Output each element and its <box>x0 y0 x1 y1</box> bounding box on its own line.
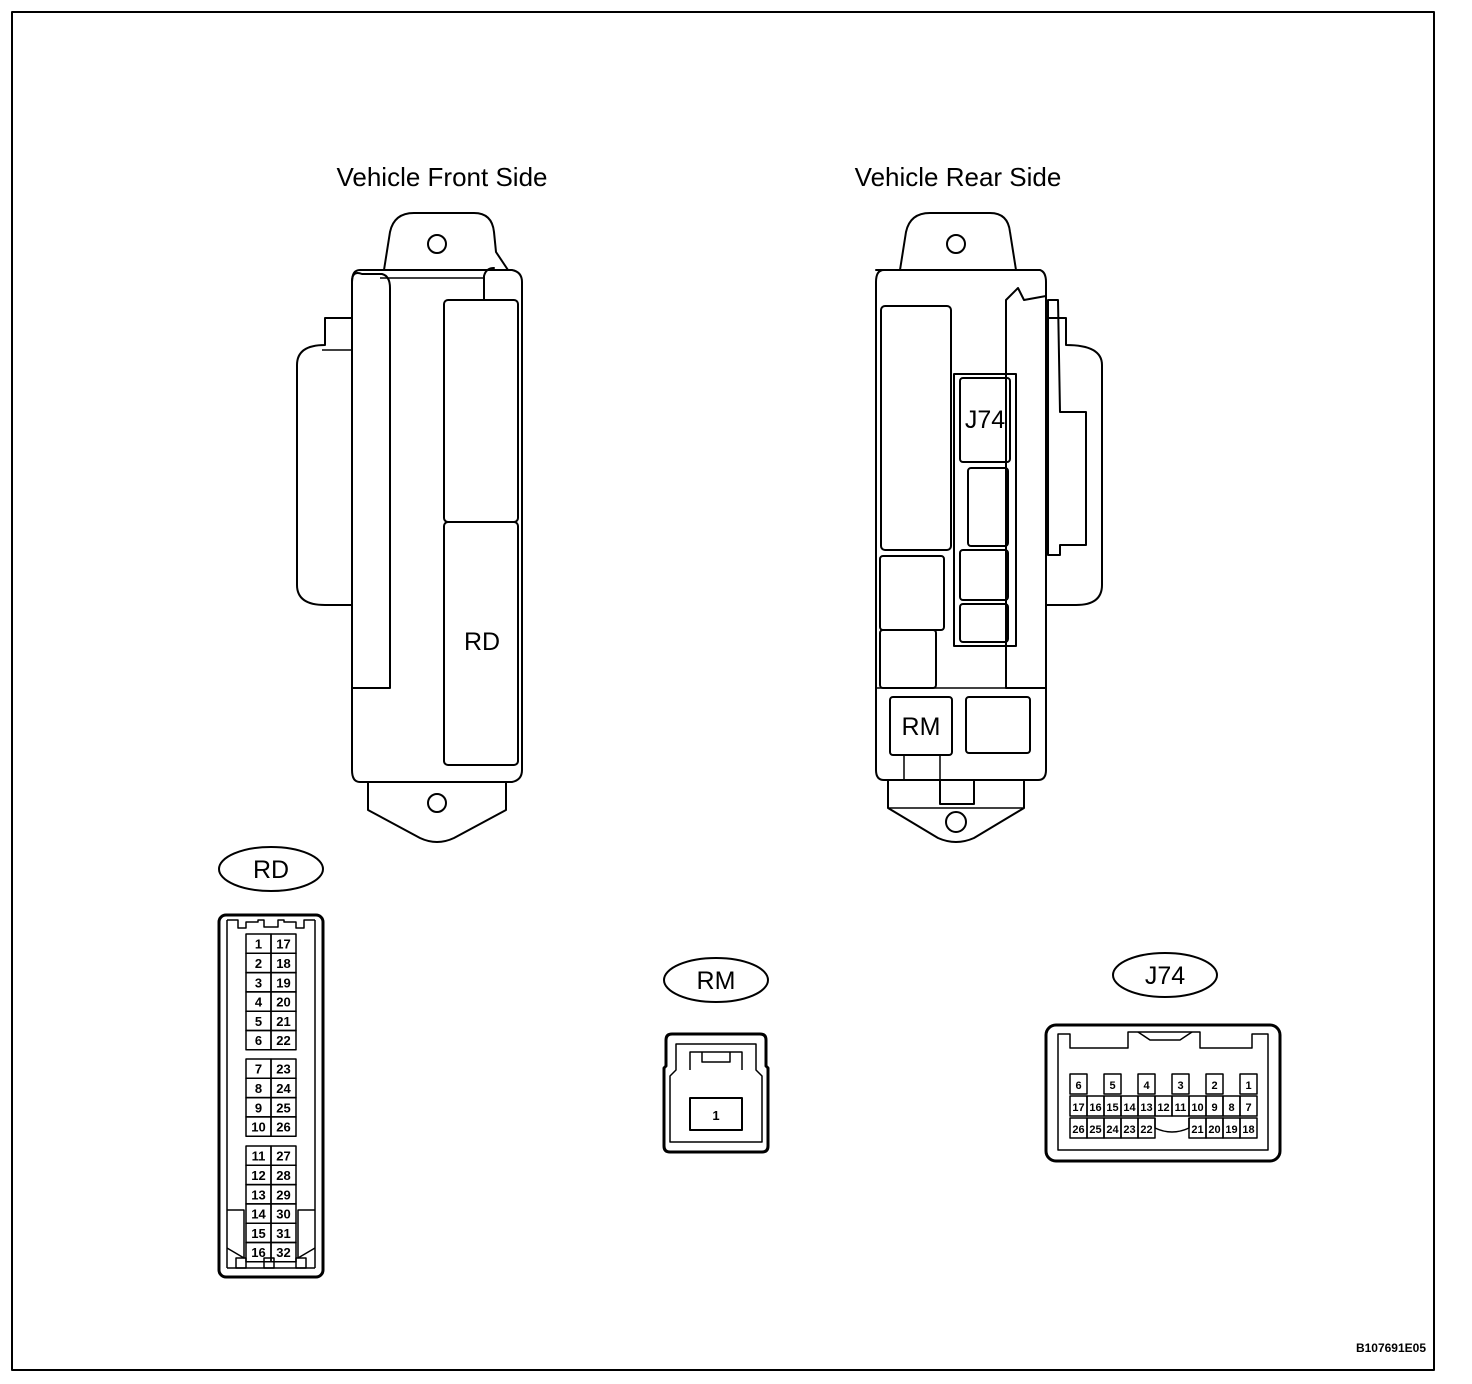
j74-pin: 6 <box>1075 1080 1081 1092</box>
j74-pin-cell <box>1069 1073 1088 1095</box>
rd-pin: 27 <box>276 1149 290 1164</box>
j74-pin: 24 <box>1106 1124 1119 1136</box>
rd-pin: 28 <box>276 1168 290 1183</box>
rd-connector: RD 1 17 2 18 3 19 4 20 5 21 6 22 7 23 8 24 9 25 10 26 11 27 12… <box>217 846 325 1279</box>
rd-pin: 23 <box>276 1062 290 1077</box>
j74-pin: 1 <box>1245 1080 1251 1092</box>
rd-pin-cell <box>270 1029 297 1051</box>
rm-connector-badge <box>663 957 769 1003</box>
rd-pin: 4 <box>255 995 263 1010</box>
rd-pin: 31 <box>276 1226 290 1241</box>
rear-junction-block: J74 RM <box>875 212 1103 843</box>
j74-pin-cell <box>1205 1073 1224 1095</box>
rd-pin: 21 <box>276 1014 290 1029</box>
rd-pin: 16 <box>251 1245 265 1260</box>
j74-pin-cell <box>1239 1095 1258 1117</box>
rd-pin: 26 <box>276 1120 290 1135</box>
j74-pin: 18 <box>1242 1124 1254 1136</box>
front-side-heading: Vehicle Front Side <box>336 162 547 192</box>
rm-connector: RM 1 <box>662 957 770 1154</box>
j74-pin: 20 <box>1208 1124 1220 1136</box>
j74-pin: 17 <box>1072 1102 1084 1114</box>
rd-pin: 14 <box>251 1207 266 1222</box>
rd-pin: 29 <box>276 1187 290 1202</box>
rear-rm-label: RM <box>902 713 941 741</box>
j74-pin: 26 <box>1072 1124 1084 1136</box>
rd-pin: 12 <box>251 1168 265 1183</box>
j74-pin: 2 <box>1211 1080 1217 1092</box>
rd-pin: 5 <box>255 1014 262 1029</box>
j74-pin: 15 <box>1106 1102 1118 1114</box>
j74-pin: 16 <box>1089 1102 1101 1114</box>
diagram-frame <box>11 11 1435 1371</box>
j74-pin: 23 <box>1123 1124 1135 1136</box>
rd-pin: 13 <box>251 1187 265 1202</box>
rd-pin-cell <box>270 1241 297 1263</box>
j74-pin: 3 <box>1177 1080 1183 1092</box>
rm-pin: 1 <box>712 1108 719 1123</box>
j74-pin: 5 <box>1109 1080 1115 1092</box>
rd-pin: 22 <box>276 1033 290 1048</box>
j74-pin: 8 <box>1228 1102 1234 1114</box>
j74-pin: 9 <box>1211 1102 1217 1114</box>
rd-pin: 32 <box>276 1245 290 1260</box>
j74-pin: 14 <box>1123 1102 1136 1114</box>
rd-pin: 2 <box>255 956 262 971</box>
figure-code: B107691E05 <box>1356 1341 1426 1355</box>
rd-pin: 17 <box>276 937 290 952</box>
j74-pin: 10 <box>1191 1102 1203 1114</box>
j74-pin: 22 <box>1140 1124 1152 1136</box>
rd-pin: 30 <box>276 1207 290 1222</box>
rear-j74-label: J74 <box>965 406 1005 434</box>
rd-pin: 19 <box>276 975 290 990</box>
rd-pin-grid: 1 17 2 18 3 19 4 20 5 21 6 22 7 23 8 24 9 25 10 26 11 27 12 28 1… <box>245 933 297 1263</box>
j74-pin: 19 <box>1225 1124 1237 1136</box>
j74-pin: 13 <box>1140 1102 1152 1114</box>
rd-pin: 20 <box>276 995 290 1010</box>
j74-pin: 11 <box>1175 1102 1187 1114</box>
front-junction-block: RD <box>296 212 523 843</box>
j74-pin: 21 <box>1191 1124 1203 1136</box>
rm-connector-name: RM <box>697 967 736 995</box>
rd-pin: 10 <box>251 1120 265 1135</box>
rd-pin: 18 <box>276 956 290 971</box>
j74-pin-cell <box>1137 1073 1156 1095</box>
rd-pin-cell <box>270 1116 297 1137</box>
j74-pin-cell <box>1239 1117 1258 1139</box>
rd-pin: 9 <box>255 1100 262 1115</box>
rd-pin: 25 <box>276 1100 290 1115</box>
j74-pin: 4 <box>1143 1080 1150 1092</box>
rd-pin: 7 <box>255 1062 262 1077</box>
j74-pin: 25 <box>1089 1124 1101 1136</box>
rd-pin: 6 <box>255 1033 262 1048</box>
rd-connector-badge <box>218 846 324 892</box>
rd-pin: 8 <box>255 1081 262 1096</box>
rd-pin: 3 <box>255 975 262 990</box>
rd-pin: 24 <box>276 1081 291 1096</box>
rd-pin: 1 <box>255 937 262 952</box>
j74-pin: 12 <box>1157 1102 1169 1114</box>
j74-pin-cell <box>1103 1073 1122 1095</box>
front-rd-label: RD <box>464 628 500 656</box>
j74-pin-cell <box>1239 1073 1258 1095</box>
rd-pin: 11 <box>252 1149 266 1164</box>
j74-key-notch <box>1154 1118 1190 1133</box>
rear-side-heading: Vehicle Rear Side <box>855 162 1062 192</box>
j74-connector-name: J74 <box>1145 962 1185 990</box>
j74-pin: 7 <box>1245 1102 1251 1114</box>
j74-connector-badge <box>1112 952 1218 998</box>
rd-connector-name: RD <box>253 856 289 884</box>
rd-pin: 15 <box>251 1226 265 1241</box>
j74-pin-cell <box>1171 1073 1190 1095</box>
